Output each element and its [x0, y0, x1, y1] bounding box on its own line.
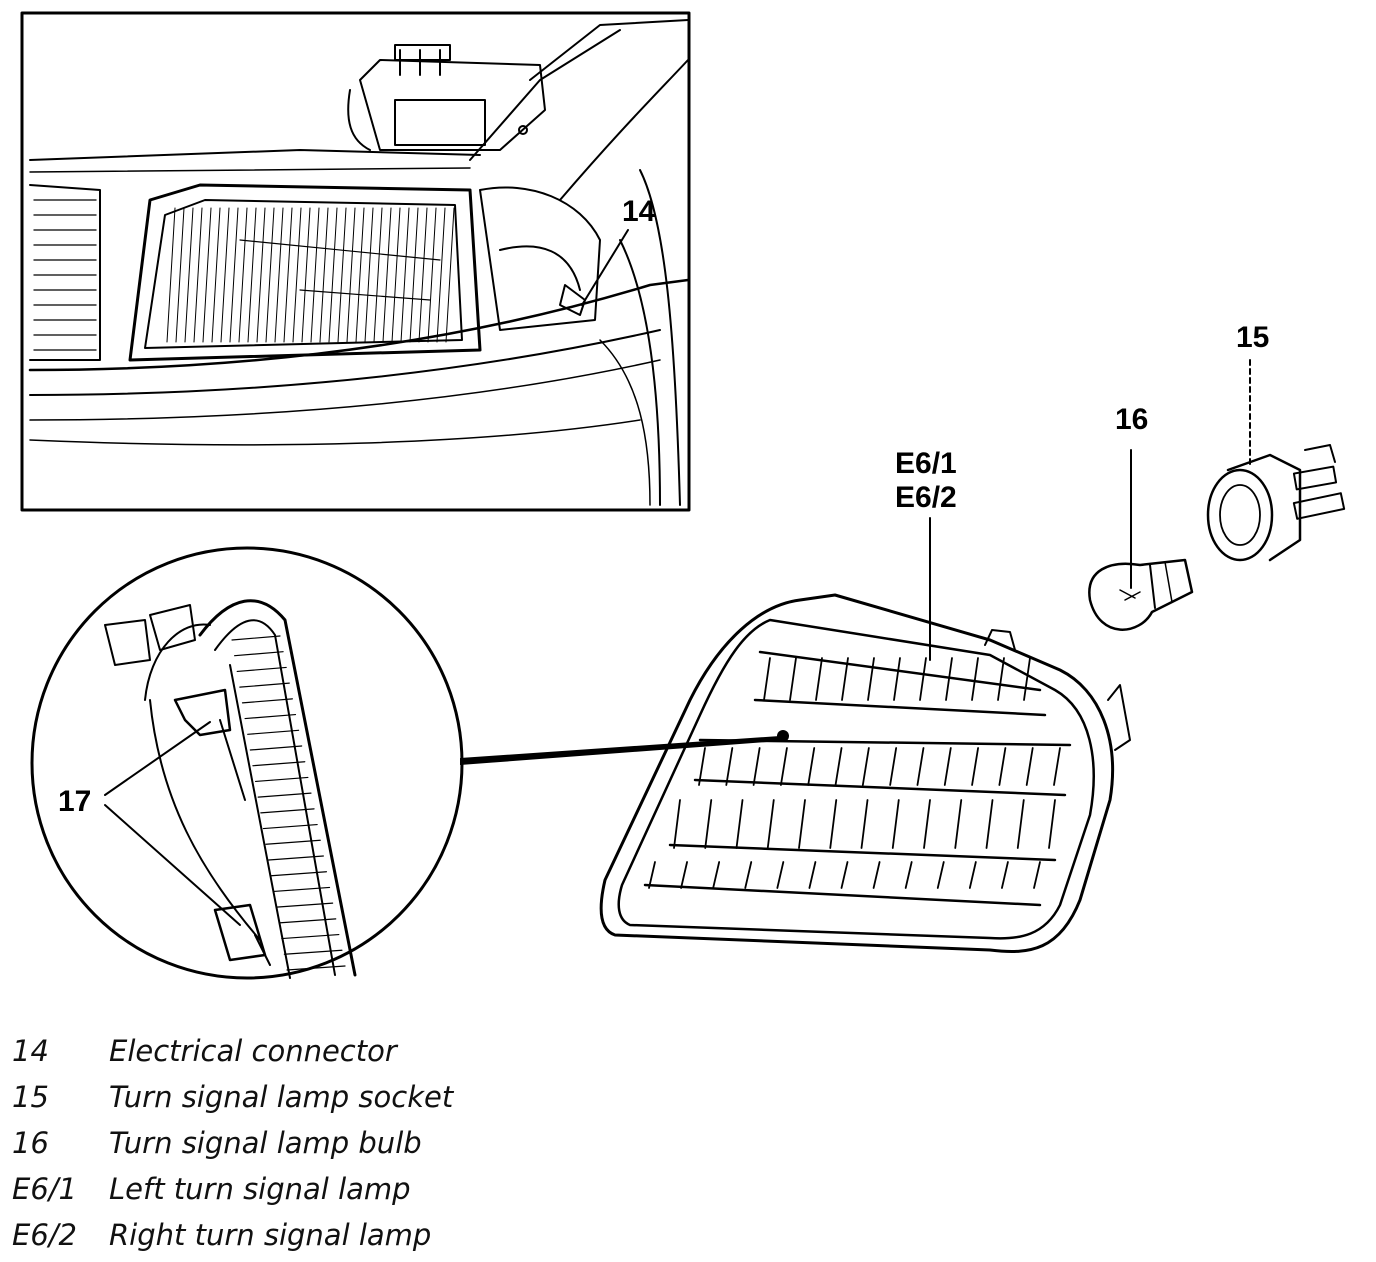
legend-code: 14 [12, 1034, 49, 1068]
turn-signal-bulb [1088, 449, 1194, 631]
legend-description: Electrical connector [109, 1034, 397, 1068]
legend: 14 Electrical connector 15 Turn signal l… [12, 1028, 453, 1258]
legend-description: Turn signal lamp socket [109, 1080, 454, 1114]
legend-item: 14 Electrical connector [12, 1028, 453, 1074]
legend-description: Left turn signal lamp [109, 1172, 411, 1206]
legend-description: Right turn signal lamp [109, 1218, 432, 1252]
turn-signal-socket [1206, 359, 1346, 562]
detail-point [777, 730, 789, 742]
callout-14: 14 [622, 195, 656, 228]
legend-item: E6/2 Right turn signal lamp [12, 1212, 453, 1258]
callout-e6-1: E6/1 [895, 447, 957, 480]
legend-code: 16 [12, 1126, 49, 1160]
legend-item: 15 Turn signal lamp socket [12, 1074, 453, 1120]
callout-15: 15 [1236, 321, 1270, 354]
callout-16: 16 [1115, 403, 1149, 436]
callout-e6-2: E6/2 [895, 481, 957, 514]
legend-code: E6/1 [12, 1172, 77, 1206]
legend-code: 15 [12, 1080, 49, 1114]
legend-description: Turn signal lamp bulb [109, 1126, 422, 1160]
legend-item: 16 Turn signal lamp bulb [12, 1120, 453, 1166]
detail-connector-line [460, 736, 780, 765]
vehicle-front-inset [20, 11, 691, 512]
turn-signal-lamp [599, 517, 1131, 954]
clip-detail-circle [30, 546, 464, 980]
legend-item: E6/1 Left turn signal lamp [12, 1166, 453, 1212]
legend-code: E6/2 [12, 1218, 77, 1252]
callout-17: 17 [58, 785, 92, 818]
